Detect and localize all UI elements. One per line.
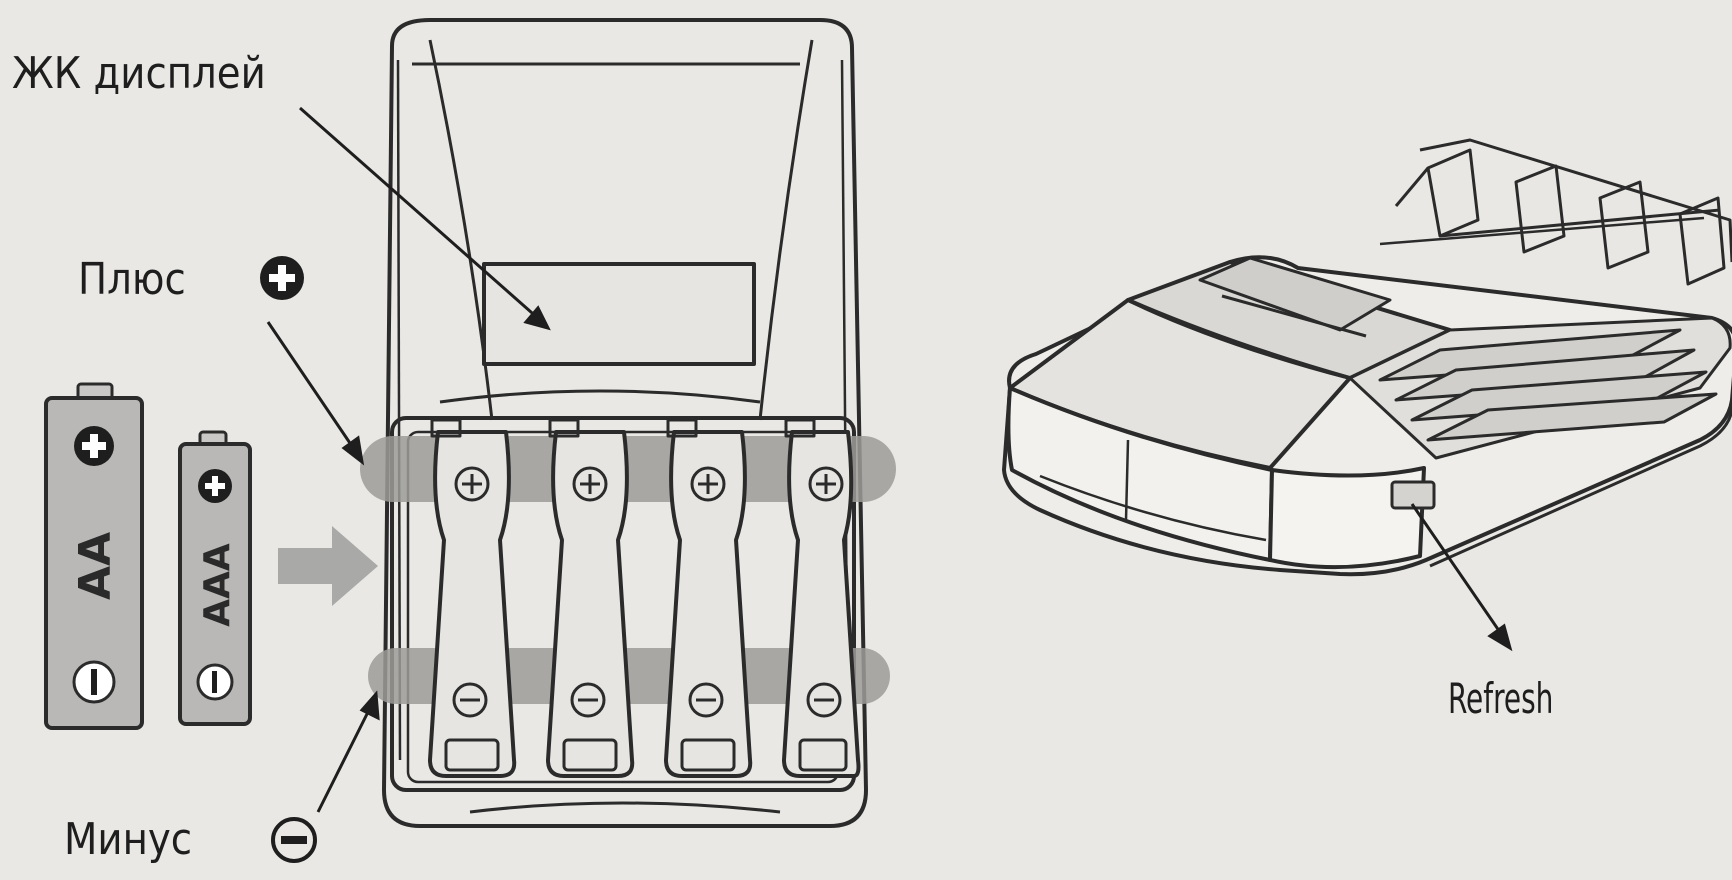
- plus-icon: [74, 426, 114, 466]
- slot-plus-contacts: [454, 466, 844, 502]
- charger-3d-view: [1002, 138, 1732, 577]
- tray-top-tabs: [430, 418, 816, 438]
- minus-icon: [271, 817, 317, 863]
- minus-icon: [72, 660, 116, 704]
- plus-icon: [198, 469, 232, 503]
- slot-minus-contacts: [452, 682, 842, 718]
- minus-label: Минус: [64, 814, 193, 865]
- tray-bottom-tabs: [444, 738, 848, 772]
- battery-aa: AA: [44, 382, 144, 730]
- minus-icon: [196, 663, 234, 701]
- lcd-display-label: ЖК дисплей: [12, 48, 266, 99]
- battery-slots: [428, 430, 861, 778]
- plus-icon: [260, 256, 304, 300]
- arrow-right-icon: [278, 526, 378, 606]
- charger-3d-contact-posts: [1379, 138, 1732, 286]
- plus-label: Плюс: [78, 254, 186, 305]
- charger-3d-slots: [1378, 328, 1718, 442]
- refresh-button-label: Refresh: [1448, 674, 1554, 723]
- battery-aaa-label: AAA: [197, 543, 238, 627]
- leader-lines: [266, 106, 1513, 813]
- lcd-screen: [482, 262, 756, 366]
- battery-aa-label: AA: [70, 532, 121, 600]
- battery-aaa: AAA: [178, 430, 252, 726]
- charger-front-view: [360, 18, 896, 828]
